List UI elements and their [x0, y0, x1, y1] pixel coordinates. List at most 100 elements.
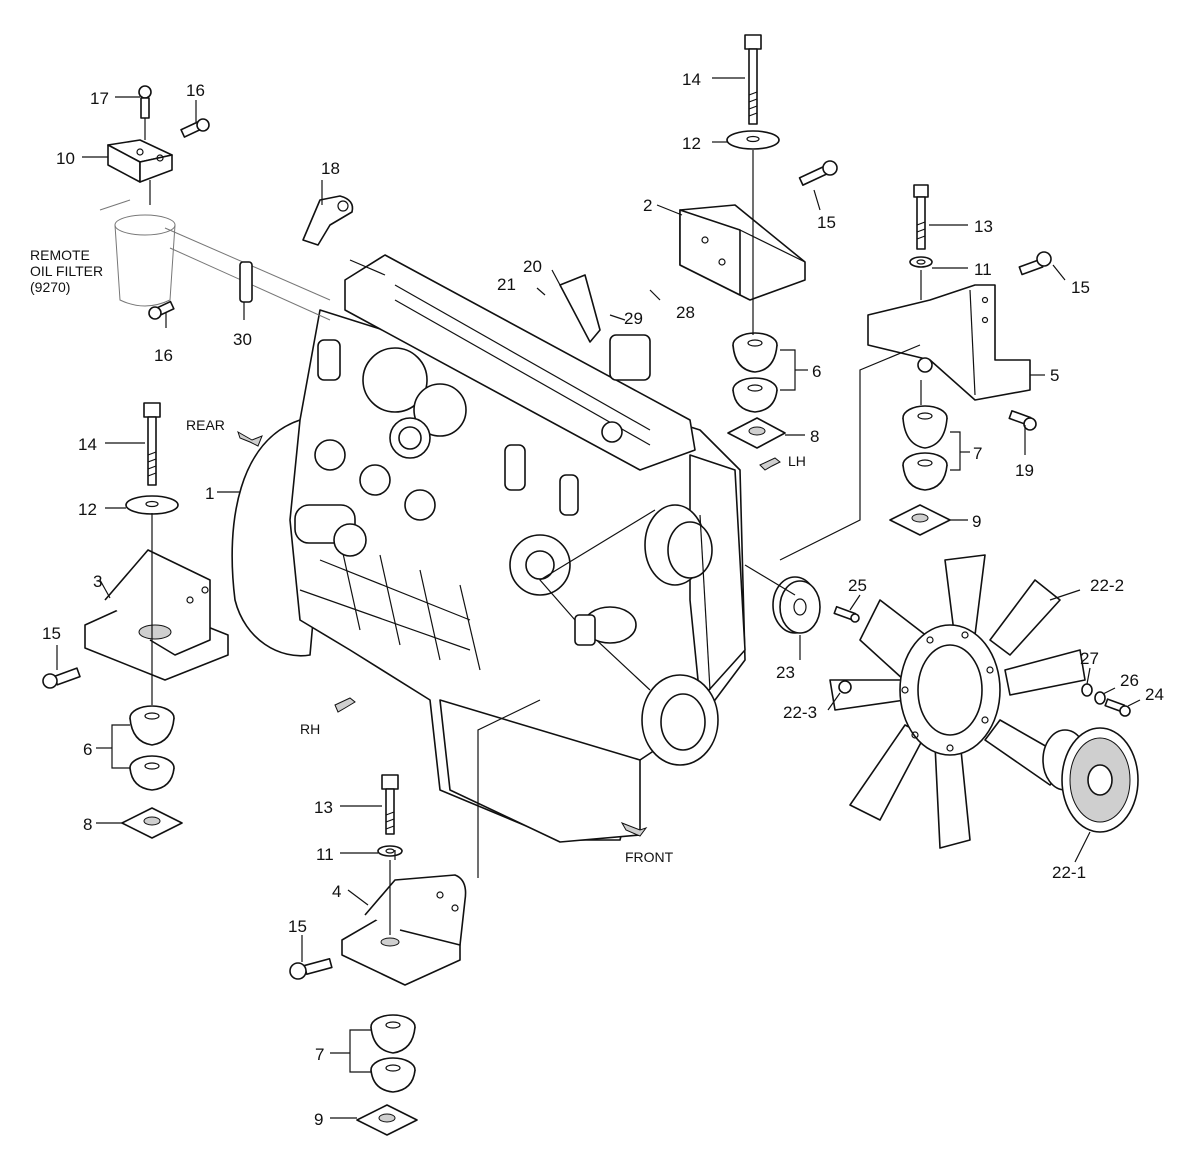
remote-filter-line-2: OIL FILTER [30, 263, 103, 279]
callout: 7 [315, 1045, 324, 1064]
plate-8-right [727, 417, 786, 449]
callout: 15 [817, 213, 836, 232]
callout: 5 [1050, 366, 1059, 385]
bracket-3 [84, 549, 229, 681]
lh-arrow-icon [759, 457, 781, 471]
callout: 15 [42, 624, 61, 643]
direction-indicators [237, 430, 781, 837]
callout: 23 [776, 663, 795, 682]
callout: 27 [1080, 649, 1099, 668]
callout: 7 [973, 444, 982, 463]
leader-lines [56, 77, 1141, 1119]
callout: 25 [848, 576, 867, 595]
washer-12-left [125, 495, 179, 515]
remote-filter-line-3: (9270) [30, 279, 70, 295]
callout: 16 [154, 346, 173, 365]
washer-11-bottom [377, 845, 403, 857]
bolt-15-top-right [798, 160, 838, 186]
callout: 13 [974, 217, 993, 236]
plate-9-right [889, 504, 951, 536]
callout: 15 [1071, 278, 1090, 297]
callout: 6 [812, 362, 821, 381]
part-callouts: 17 16 10 16 30 18 20 21 28 29 14 12 15 2… [42, 70, 1164, 1129]
callout: 20 [523, 257, 542, 276]
callout: 17 [90, 89, 109, 108]
nut-22-3 [838, 680, 852, 694]
callout: 1 [205, 484, 214, 503]
engine-assembly [231, 195, 746, 843]
direction-labels: REAR LH RH FRONT [186, 417, 806, 865]
callout: 14 [682, 70, 701, 89]
callout: 15 [288, 917, 307, 936]
bolt-16-lower [148, 300, 175, 320]
bolt-15-left [42, 667, 81, 689]
washer-12-top-right [726, 130, 780, 150]
bolt-17 [138, 85, 152, 119]
label-lh: LH [788, 453, 806, 469]
front-arrow-icon [620, 822, 648, 837]
mount-6-right [732, 332, 778, 413]
fan-clutch-22-1 [1042, 727, 1139, 833]
callout: 22-3 [783, 703, 817, 722]
callout: 12 [78, 500, 97, 519]
callout: 6 [83, 740, 92, 759]
rh-arrow-icon [334, 697, 356, 713]
plate-9-bottom [356, 1104, 418, 1136]
fan-spacer-23 [772, 576, 821, 634]
plate-8-left [121, 807, 183, 839]
callout: 8 [83, 815, 92, 834]
turbocharger [362, 347, 467, 459]
callout: 24 [1145, 685, 1164, 704]
callout: 28 [676, 303, 695, 322]
callout: 14 [78, 435, 97, 454]
callout: 22-2 [1090, 576, 1124, 595]
remote-oil-filter-label: REMOTE OIL FILTER (9270) [30, 247, 103, 295]
callout: 18 [321, 159, 340, 178]
callout: 2 [643, 196, 652, 215]
bolt-14-top-right [744, 34, 762, 125]
bolt-13-bottom [381, 774, 399, 835]
crankshaft-pulley [641, 674, 719, 766]
mount-7-right [902, 405, 948, 491]
callout: 30 [233, 330, 252, 349]
washer-11-right [909, 256, 933, 268]
mount-7-bottom [370, 1014, 416, 1093]
callout: 3 [93, 572, 102, 591]
label-rear: REAR [186, 417, 225, 433]
callout: 19 [1015, 461, 1034, 480]
callout: 29 [624, 309, 643, 328]
remote-oil-filter [99, 199, 331, 321]
label-rh: RH [300, 721, 320, 737]
bolt-14-left [143, 402, 161, 486]
bracket-4 [341, 874, 467, 986]
callout: 11 [316, 845, 334, 864]
fan-pulley [644, 504, 713, 586]
callout: 21 [497, 275, 516, 294]
callout: 9 [972, 512, 981, 531]
bolt-15-bottom [289, 957, 333, 980]
mount-6-left [129, 705, 175, 791]
bolt-13-right [913, 184, 929, 250]
washer-26 [1094, 691, 1106, 705]
rear-arrow-icon [237, 430, 263, 447]
label-front: FRONT [625, 849, 674, 865]
callout: 26 [1120, 671, 1139, 690]
remote-filter-line-1: REMOTE [30, 247, 90, 263]
callout: 22-1 [1052, 863, 1086, 882]
bolt-24 [1104, 698, 1131, 717]
bracket-5 [867, 284, 1031, 401]
callout: 9 [314, 1110, 323, 1129]
callout: 8 [810, 427, 819, 446]
bolt-15-right [1018, 251, 1052, 276]
alternator [509, 534, 571, 596]
clamp-30 [239, 261, 253, 303]
callout: 16 [186, 81, 205, 100]
bolt-19 [1008, 410, 1037, 431]
bracket-10 [107, 139, 173, 183]
starter-motor [294, 504, 367, 557]
callout: 13 [314, 798, 333, 817]
callout: 4 [332, 882, 341, 901]
bolt-25 [833, 605, 860, 623]
bracket-2 [679, 204, 806, 301]
